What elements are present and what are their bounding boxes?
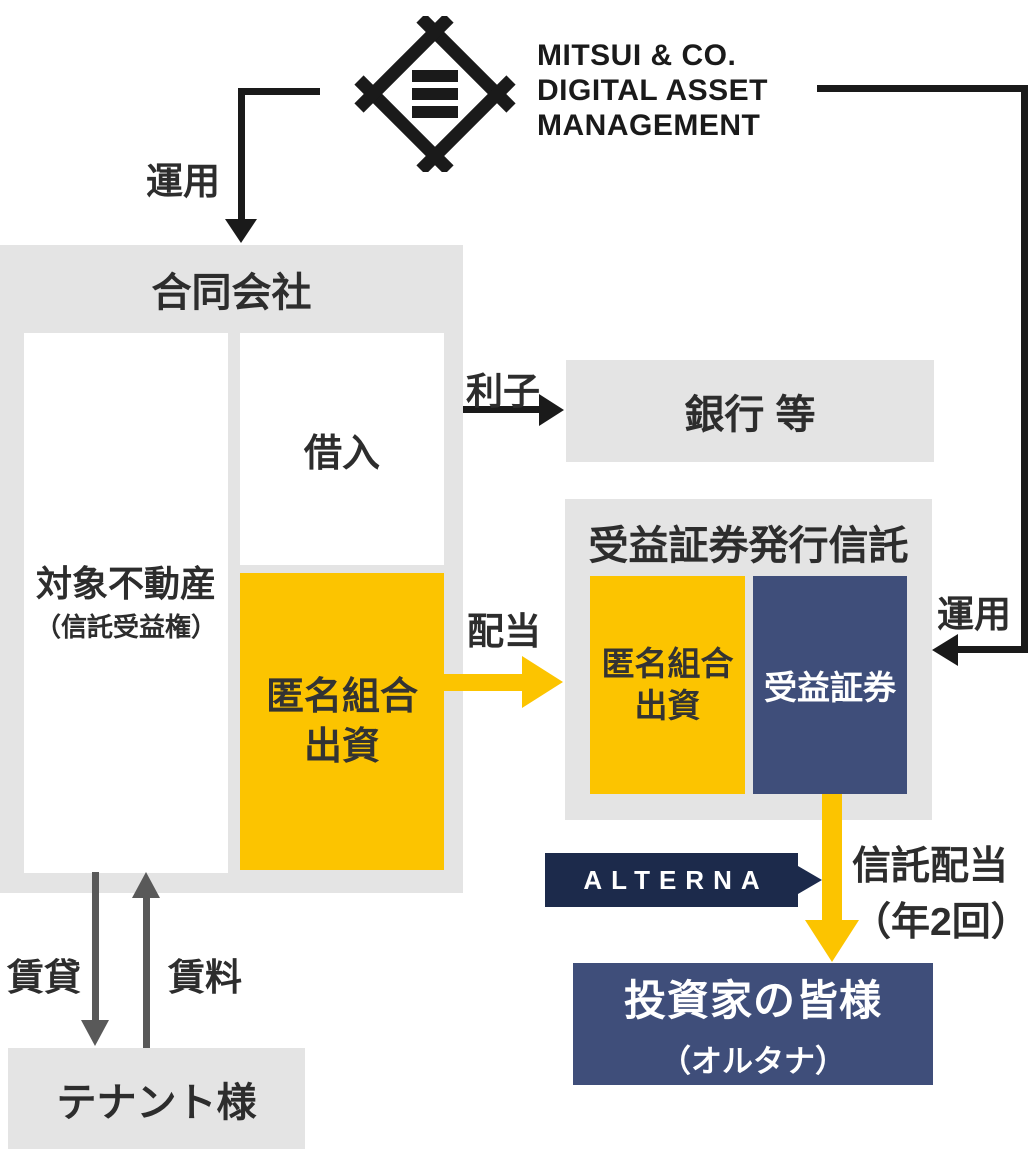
tenant-box: テナント様 — [8, 1048, 305, 1149]
dividend-arrowhead-icon — [522, 656, 563, 708]
alterna-logo: ALTERNA — [545, 853, 798, 907]
dividend-arrow-shaft — [444, 674, 522, 691]
investors-label-line2: （オルタナ） — [660, 1044, 846, 1079]
trust-tk-box: 匿名組合 出資 — [590, 576, 745, 794]
lease-arrow-line — [92, 872, 99, 1020]
tk-investment-label-line2: 出資 — [303, 725, 380, 768]
trust-box: 受益証券発行信託 匿名組合 出資 受益証券 — [565, 499, 932, 820]
manage-right-label: 運用 — [937, 594, 1011, 635]
manage-left-arrowhead-icon — [225, 219, 257, 243]
property-label-line1: 対象不動産 — [35, 563, 216, 604]
trust-tk-label-line2: 出資 — [634, 687, 701, 724]
rent-label: 賃料 — [168, 957, 242, 998]
tenant-label: テナント様 — [56, 1080, 257, 1125]
trust-dividend-arrowhead-icon — [805, 920, 859, 962]
beneficiary-certificate-box: 受益証券 — [753, 576, 907, 794]
tk-investment-box: 匿名組合 出資 — [240, 573, 444, 870]
dividend-label: 配当 — [467, 611, 541, 652]
trust-dividend-label-line1: 信託配当 — [852, 845, 1009, 888]
logo-line-3: MANAGEMENT — [537, 109, 761, 142]
godo-kaisha-box: 合同会社 対象不動産 （信託受益権） 借入 匿名組合 出資 — [0, 245, 463, 893]
manage-right-arrow-hline-bottom — [957, 646, 1028, 653]
interest-label: 利子 — [466, 371, 540, 412]
manage-right-arrow-hline-top — [817, 85, 1028, 92]
mitsui-igeta-svg — [354, 13, 516, 175]
mitsui-igeta-icon — [353, 13, 517, 175]
manage-right-arrow-vline — [1021, 85, 1028, 653]
investors-label-line1: 投資家の皆様 — [623, 977, 882, 1024]
manage-right-arrowhead-icon — [932, 634, 958, 666]
mitsui-logo-text: MITSUI & CO. DIGITAL ASSET MANAGEMENT — [537, 38, 768, 143]
alterna-pointer-icon — [798, 866, 822, 894]
rent-arrow-line — [143, 898, 150, 1048]
property-label-line2: （信託受益権） — [34, 612, 217, 642]
lease-label: 賃貸 — [7, 957, 81, 998]
beneficiary-certificate-label: 受益証券 — [764, 669, 896, 706]
rent-arrowhead-icon — [132, 872, 160, 898]
investors-box: 投資家の皆様 （オルタナ） — [573, 963, 933, 1085]
loan-label: 借入 — [303, 432, 380, 475]
trust-dividend-label-line2: （年2回） — [852, 901, 1029, 944]
logo-line-1: MITSUI & CO. — [537, 39, 737, 72]
interest-arrow-line — [463, 406, 539, 413]
trust-dividend-label: 信託配当 （年2回） — [852, 839, 1029, 951]
trust-tk-label-line1: 匿名組合 — [601, 645, 734, 682]
manage-left-arrow-vline — [238, 88, 245, 220]
bank-label: 銀行 等 — [684, 393, 816, 437]
bank-box: 銀行 等 — [566, 360, 934, 462]
logo-line-2: DIGITAL ASSET — [537, 74, 768, 107]
tk-investment-label-line1: 匿名組合 — [265, 675, 418, 718]
trust-dividend-arrow-shaft — [822, 794, 842, 920]
manage-left-arrow-hline — [238, 88, 320, 95]
property-box: 対象不動産 （信託受益権） — [24, 333, 228, 873]
lease-arrowhead-icon — [81, 1020, 109, 1046]
interest-arrowhead-icon — [539, 394, 564, 426]
manage-left-label: 運用 — [146, 161, 220, 202]
alterna-logo-text: ALTERNA — [583, 864, 769, 895]
godo-kaisha-title: 合同会社 — [151, 271, 312, 315]
trust-title: 受益証券発行信託 — [588, 524, 909, 568]
loan-box: 借入 — [240, 333, 444, 565]
